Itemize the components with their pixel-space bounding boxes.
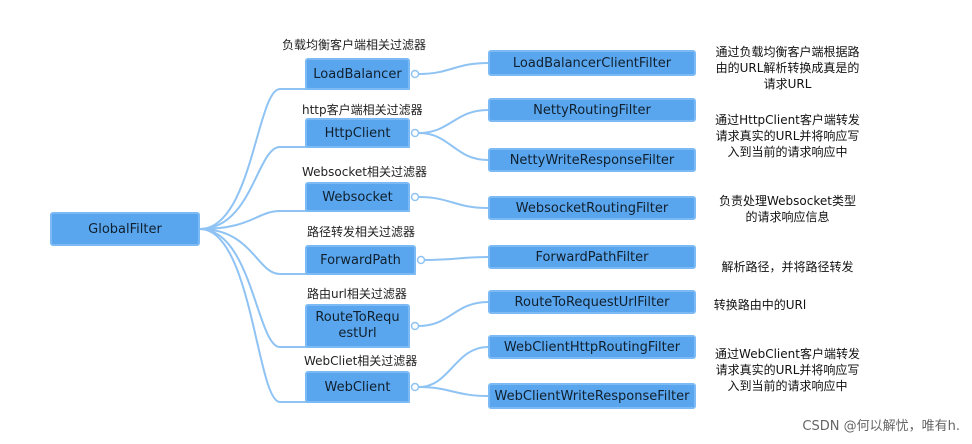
- filter-node-label: WebClientHttpRoutingFilter: [503, 339, 681, 355]
- branch-dot: [410, 128, 420, 138]
- connector-lines: [199, 62, 489, 403]
- root-node-globalfilter[interactable]: GlobalFilter: [50, 212, 200, 246]
- group-description-httpclient: 通过HttpClient客户端转发 请求真实的URL并将响应写 入到当前的请求响…: [700, 112, 875, 160]
- filter-node-websocketroutingfilter[interactable]: WebsocketRoutingFilter: [488, 196, 696, 220]
- group-node-routetorequesturl[interactable]: RouteToRequ estUrl: [305, 304, 410, 348]
- group-to-filter-connector: [418, 109, 489, 134]
- root-node-label: GlobalFilter: [88, 221, 162, 237]
- filter-node-label: LoadBalancerClientFilter: [512, 55, 672, 71]
- filter-node-webclientwriteresponsefilter[interactable]: WebClientWriteResponseFilter: [488, 383, 696, 409]
- filter-node-nettyroutingfilter[interactable]: NettyRoutingFilter: [488, 98, 696, 122]
- group-node-label: HttpClient: [324, 125, 391, 141]
- description-line: 通过负载均衡客户端根据路: [715, 45, 860, 59]
- branch-dot: [410, 382, 420, 392]
- group-to-filter-connector: [424, 256, 489, 261]
- group-description-websocket: 负责处理Websocket类型 的请求响应信息: [700, 193, 875, 225]
- group-title-httpclient: http客户端相关过滤器: [302, 103, 423, 117]
- group-title-websocket: Websocket相关过滤器: [302, 165, 427, 179]
- group-description-loadbalancer: 通过负载均衡客户端根据路 由的URL解析转换成真是的 请求URL: [700, 44, 875, 92]
- description-line: 请求真实的URL并将响应写: [715, 363, 860, 377]
- description-line: 的请求响应信息: [745, 210, 830, 224]
- group-node-label-line: RouteToRequ: [315, 310, 400, 325]
- group-node-label: ForwardPath: [320, 252, 401, 268]
- filter-node-webclienthttproutingfilter[interactable]: WebClientHttpRoutingFilter: [488, 335, 696, 359]
- root-to-group-connector: [199, 228, 416, 275]
- group-to-filter-connector: [418, 301, 489, 327]
- description-line: 由的URL解析转换成真是的: [715, 61, 860, 75]
- group-to-filter-connector: [418, 132, 489, 161]
- filter-node-routetorequesturlfilter[interactable]: RouteToRequestUrlFilter: [488, 290, 696, 314]
- filter-node-forwardpathfilter[interactable]: ForwardPathFilter: [488, 245, 696, 269]
- group-description-webclient: 通过WebClient客户端转发 请求真实的URL并将响应写 入到当前的请求响应…: [700, 346, 875, 394]
- description-line: 请求真实的URL并将响应写: [715, 129, 860, 143]
- filter-node-label: NettyWriteResponseFilter: [509, 152, 675, 168]
- group-node-loadbalancer[interactable]: LoadBalancer: [305, 58, 410, 90]
- root-to-group-connector: [199, 228, 410, 403]
- filter-node-loadbalancerclientfilter[interactable]: LoadBalancerClientFilter: [488, 50, 696, 76]
- description-line: 入到当前的请求响应中: [727, 379, 848, 393]
- filter-node-nettywriteresponsefilter[interactable]: NettyWriteResponseFilter: [488, 148, 696, 172]
- filter-node-label: NettyRoutingFilter: [533, 102, 651, 118]
- group-to-filter-connector: [418, 386, 489, 397]
- filter-node-label: RouteToRequestUrlFilter: [514, 294, 670, 310]
- root-to-group-connector: [199, 146, 410, 230]
- description-line: 负责处理Websocket类型: [719, 194, 856, 208]
- group-description-routetorequesturl: 转换路由中的URl: [700, 297, 820, 313]
- group-to-filter-connector: [418, 346, 489, 388]
- csdn-watermark: CSDN @何以解忧，唯有h.: [802, 419, 960, 434]
- filter-node-label: WebsocketRoutingFilter: [515, 200, 669, 216]
- description-line: 入到当前的请求响应中: [727, 145, 848, 159]
- group-node-httpclient[interactable]: HttpClient: [305, 118, 410, 148]
- group-node-label-line: estUrl: [338, 326, 377, 341]
- description-line: 通过HttpClient客户端转发: [715, 113, 860, 127]
- branch-dot: [410, 192, 420, 202]
- group-to-filter-connector: [418, 62, 489, 75]
- group-to-filter-connector: [418, 196, 489, 209]
- root-to-group-connector: [199, 210, 410, 230]
- description-line: 转换路由中的URl: [713, 298, 807, 312]
- group-title-webclient: WebCliet相关过滤器: [304, 354, 418, 368]
- group-node-forwardpath[interactable]: ForwardPath: [305, 245, 416, 275]
- description-line: 通过WebClient客户端转发: [715, 347, 860, 361]
- group-node-label: WebClient: [324, 379, 391, 395]
- group-title-routetorequesturl: 路由url相关过滤器: [307, 287, 407, 301]
- branch-dot: [410, 69, 420, 79]
- description-line: 请求URL: [763, 77, 812, 91]
- group-title-loadbalancer: 负载均衡客户端相关过滤器: [282, 38, 427, 52]
- root-to-group-connector: [199, 88, 410, 230]
- group-description-forwardpath: 解析路径，并将路径转发: [700, 259, 875, 275]
- group-title-forwardpath: 路径转发相关过滤器: [307, 225, 416, 239]
- description-line: 解析路径，并将路径转发: [721, 260, 854, 274]
- group-node-label: RouteToRequ estUrl: [315, 310, 399, 342]
- filter-node-label: WebClientWriteResponseFilter: [494, 388, 690, 404]
- branch-dot: [410, 321, 420, 331]
- group-node-webclient[interactable]: WebClient: [305, 371, 410, 403]
- group-node-label: Websocket: [322, 189, 393, 205]
- group-node-label: LoadBalancer: [313, 66, 402, 82]
- group-node-websocket[interactable]: Websocket: [305, 182, 410, 212]
- filter-node-label: ForwardPathFilter: [535, 249, 649, 265]
- root-to-group-connector: [199, 228, 410, 348]
- branch-dot: [416, 255, 426, 265]
